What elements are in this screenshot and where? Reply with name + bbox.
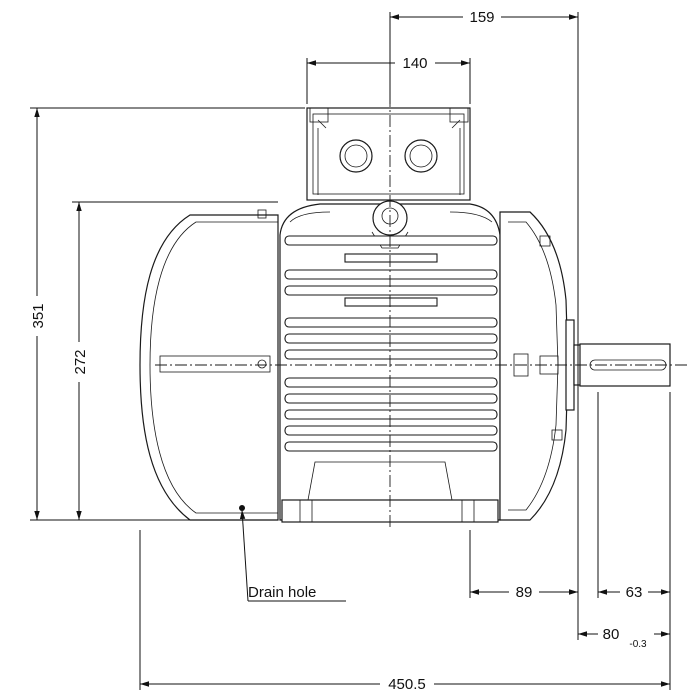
dimension-label-159: 159	[469, 9, 494, 26]
cooling-fin	[284, 269, 498, 280]
cooling-fin	[284, 349, 498, 360]
cooling-fin	[284, 235, 498, 246]
cooling-fin	[284, 377, 498, 388]
dimension-tolerance-80: -0.3	[629, 639, 647, 650]
drain-hole-label: Drain hole	[248, 584, 316, 601]
cooling-fin	[284, 441, 498, 452]
terminal-box	[306, 107, 471, 201]
cooling-fin	[284, 317, 498, 328]
extension-lines	[30, 12, 671, 690]
cooling-fin	[284, 333, 498, 344]
cooling-fin	[284, 409, 498, 420]
dimension-159: 159	[390, 7, 578, 27]
dimension-label-80: 80	[603, 626, 620, 643]
dimension-351: 351	[27, 108, 47, 520]
cable-gland-right	[404, 139, 438, 173]
cooling-fin	[284, 425, 498, 436]
dimension-label-89: 89	[516, 584, 533, 601]
dimension-140: 140	[307, 53, 470, 73]
cooling-fin	[284, 393, 498, 404]
drain-hole	[239, 505, 245, 511]
dimension-63: 63	[598, 582, 670, 602]
cooling-fins	[284, 211, 498, 452]
dimension-label-450-5: 450.5	[388, 676, 426, 693]
dimension-450-5: 450.5	[140, 674, 670, 694]
dimension-label-272: 272	[72, 349, 89, 374]
drain-hole-callout: Drain hole	[239, 505, 346, 602]
dimension-272: 272	[69, 202, 89, 520]
end-shield	[499, 211, 583, 521]
cooling-fin	[284, 285, 498, 296]
dimension-label-140: 140	[402, 55, 427, 72]
dimension-89: 89	[470, 582, 578, 602]
cable-gland-left	[339, 139, 373, 173]
fan-cover	[139, 209, 279, 521]
dimension-label-63: 63	[626, 584, 643, 601]
dimension-80: 80 -0.3	[578, 620, 670, 650]
rear-key	[159, 355, 271, 373]
dimension-label-351: 351	[30, 303, 47, 328]
